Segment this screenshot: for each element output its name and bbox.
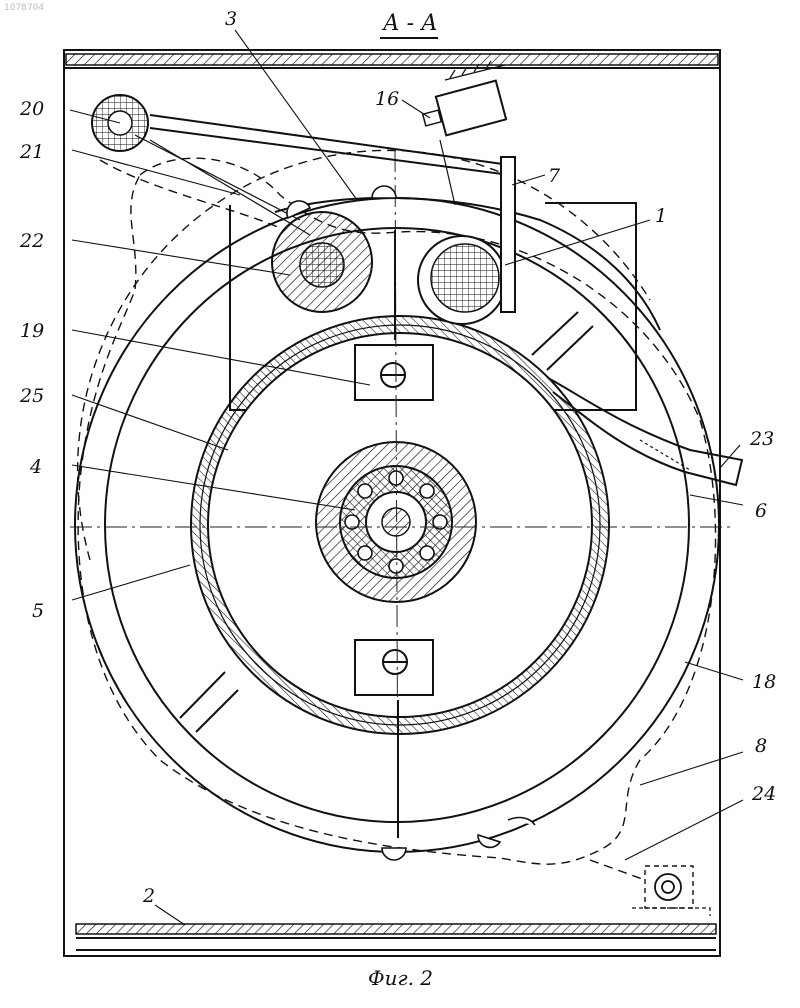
callout-5: 5 [32,600,44,622]
stop-bar [501,157,515,312]
callout-4: 4 [29,456,42,478]
callout-19: 19 [20,320,44,342]
callout-1: 1 [655,205,667,227]
callout-21: 21 [19,141,44,163]
callout-3: 3 [225,8,237,30]
callout-25: 25 [19,385,44,407]
callout-22: 22 [19,230,44,252]
section-title: А - А [381,11,438,36]
pressure-roller [272,212,372,312]
lower-clamp-block [355,640,433,695]
watermark: 1078704 [4,3,44,13]
callout-18: 18 [752,671,776,693]
callout-24: 24 [751,783,776,805]
limit-switch [423,61,506,205]
upper-clamp-block [355,345,433,400]
drive-roller [418,236,506,324]
callout-16: 16 [375,88,399,110]
callout-8: 8 [755,735,767,757]
callout-23: 23 [749,428,774,450]
figure-caption: Фиг. 2 [368,966,433,990]
callout-2: 2 [142,885,155,907]
tension-bolt [590,860,710,916]
callout-6: 6 [755,500,767,522]
callout-7: 7 [548,165,561,187]
callout-20: 20 [19,98,44,120]
